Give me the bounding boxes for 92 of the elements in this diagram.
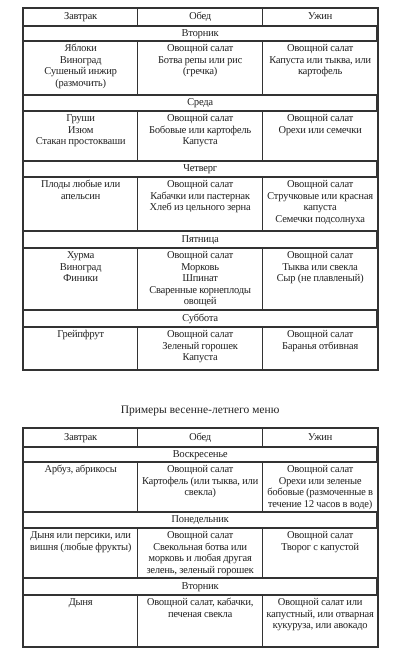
cell-text: Овощной салат	[166, 43, 234, 54]
cell-text: Хлеб из цельного зерна	[148, 202, 252, 214]
cell-text: Четверг	[182, 163, 218, 175]
day-header	[23, 578, 377, 595]
menu-cell	[23, 462, 138, 512]
cell-text: Дыня или персики, или вишня (любые фрукты)	[28, 530, 132, 553]
cell-text: Капуста или тыква, или картофель	[268, 54, 372, 78]
table-title: Примеры весенне-летнего меню	[120, 404, 280, 416]
menu-cell	[262, 248, 378, 310]
cell-text: Завтрак	[63, 432, 98, 444]
cell-text: Пятница	[180, 234, 220, 246]
cell-text: Арбуз, абрикосы	[43, 464, 118, 476]
menu-cell	[23, 111, 138, 161]
cell-text: Овощной салат, кабачки, печеная свекла	[146, 597, 254, 620]
cell-text: Овощной салат	[166, 113, 234, 124]
cell-text: Тыква или свекла	[281, 262, 359, 273]
cell-text: Понедельник	[170, 514, 230, 526]
cell-text: Морковь	[180, 262, 220, 273]
cell-text: Вторник	[180, 580, 220, 592]
cell-text: Баранья отбивная	[281, 340, 359, 352]
cell-text: Овощной салат	[286, 250, 354, 262]
day-header	[23, 310, 377, 327]
cell-text: Овощной салат	[286, 43, 354, 54]
cell-text: Кабачки или пастернак	[149, 190, 251, 202]
cell-text: Зеленый горошек	[161, 340, 239, 352]
cell-text: Овощной салат	[166, 179, 234, 190]
cell-text: Вторник	[180, 28, 220, 40]
cell-text: Капуста	[182, 136, 218, 148]
menu-cell	[137, 111, 263, 161]
menu-cell	[137, 462, 263, 512]
cell-text: Сыр (не плавленый)	[276, 273, 364, 284]
day-header	[23, 447, 377, 462]
cell-text: Суббота	[181, 312, 219, 324]
cell-text: Семечки подсолнуха	[274, 214, 366, 225]
cell-text: Виноград	[58, 262, 102, 273]
cell-text: Хурма	[66, 250, 96, 262]
menu-cell	[262, 177, 378, 231]
cell-text: Овощной салат	[166, 530, 234, 542]
cell-text: Ужин	[306, 432, 334, 444]
cell-text: Овощной салат или капустный, или отварная кукуруза, или авокадо	[265, 597, 375, 632]
cell-text: Ужин	[306, 11, 334, 23]
cell-text: Овощной салат	[286, 179, 354, 190]
cell-text: Капуста	[182, 352, 218, 364]
cell-text: Сушеный инжир (размочить)	[43, 66, 118, 89]
day-header	[23, 161, 377, 177]
cell-text: Плоды любые или апельсин	[40, 179, 122, 202]
menu-cell	[137, 41, 263, 95]
menu-cell	[23, 177, 138, 231]
cell-text: Овощной салат	[166, 250, 234, 262]
cell-text: Картофель (или тыква, или свекла)	[140, 476, 259, 498]
cell-text: Завтрак	[63, 11, 98, 23]
cell-text: Овощной салат	[166, 464, 234, 476]
cell-text: Шпинат	[181, 273, 219, 284]
day-header	[23, 26, 377, 41]
menu-cell	[262, 462, 378, 512]
cell-text: Воскресенье	[172, 448, 228, 460]
cell-text: Стакан простокваши	[34, 136, 126, 148]
cell-text: Среда	[186, 97, 214, 109]
cell-text: Свекольная ботва или морковь и любая другая зелень, зеленый горошек	[145, 542, 255, 576]
cell-text: Овощной салат	[166, 329, 234, 340]
cell-text: Бобовые или картофель	[148, 124, 252, 136]
day-header	[23, 95, 377, 111]
cell-text: Овощной салат	[286, 329, 354, 340]
cell-text: Овощной салат	[286, 113, 354, 124]
cell-text: Обед	[188, 432, 212, 444]
menu-cell	[262, 528, 378, 578]
cell-text: Орехи или семечки	[277, 124, 363, 136]
cell-text: Яблоки	[63, 43, 98, 54]
day-header	[23, 231, 377, 248]
cell-text: Изюм	[66, 124, 94, 136]
cell-text: Творог с капустой	[280, 542, 360, 553]
menu-cell	[23, 41, 138, 95]
cell-text: Груши	[65, 113, 96, 124]
cell-text: Обед	[188, 11, 212, 23]
menu-cell	[23, 528, 138, 578]
menu-cell	[262, 111, 378, 161]
menu-cell	[137, 248, 263, 310]
cell-text: Виноград	[58, 54, 102, 66]
cell-text: Орехи или зеленые бобовые (размоченные в течение 12 часов в воде)	[266, 476, 374, 510]
cell-text: Грейпфрут	[56, 329, 105, 340]
cell-text: Финики	[62, 273, 99, 284]
menu-cell	[137, 528, 263, 578]
cell-text: Стручковые или красная капуста	[266, 190, 374, 214]
cell-text: Дыня	[68, 597, 94, 608]
cell-text: Овощной салат	[286, 464, 354, 476]
menu-cell	[262, 41, 378, 95]
day-header	[23, 512, 377, 528]
cell-text: Ботва репы или рис (гречка)	[156, 54, 244, 78]
menu-cell	[137, 177, 263, 231]
cell-text: Сваренные корнеплоды овощей	[148, 284, 252, 308]
cell-text: Овощной салат	[286, 530, 354, 542]
menu-cell	[23, 248, 138, 310]
